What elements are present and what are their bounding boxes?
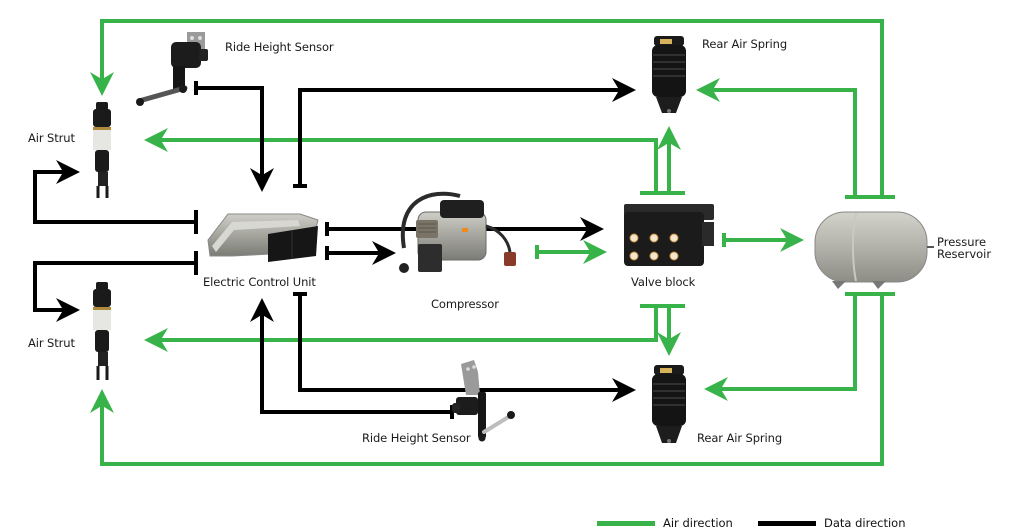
label-pressure-reservoir: Pressure Reservoir (937, 236, 991, 260)
legend-swatch-data (758, 520, 816, 526)
label-rear-air-spring-bottom: Rear Air Spring (697, 431, 783, 445)
pressure-reservoir-icon (814, 211, 934, 289)
data-line-ecu-to-bottom-rear-spring (298, 294, 636, 402)
data-line-top-sensor-to-ecu (196, 86, 274, 192)
label-air-strut-top: Air Strut (28, 131, 75, 145)
valve-block-icon (624, 204, 714, 266)
air-line-reservoir-to-top-strut (90, 19, 884, 197)
data-line-ecu-to-bottom-strut (33, 261, 196, 322)
data-line-bottom-sensor-to-ecu (250, 298, 452, 414)
data-line-ecu-to-top-rear-spring (298, 78, 636, 186)
legend-item-data: Data direction (758, 516, 906, 530)
legend-swatch-air (597, 520, 655, 526)
label-ecu: Electric Control Unit (203, 275, 316, 289)
air-line-reservoir-to-bottom-rear-spring (704, 294, 857, 401)
data-line-ecu-to-top-strut (33, 160, 196, 224)
label-pressure-reservoir-line1: Pressure (937, 235, 987, 249)
air-strut-bottom-icon (93, 282, 111, 380)
air-line-valve-to-bottom-strut (144, 306, 658, 352)
label-rear-air-spring-top: Rear Air Spring (702, 37, 788, 51)
legend-label-air: Air direction (663, 516, 733, 530)
label-valve-block: Valve block (631, 275, 696, 289)
label-pressure-reservoir-line2: Reservoir (937, 247, 992, 261)
ride-height-sensor-top-icon (136, 32, 208, 106)
rear-air-spring-top-icon (652, 36, 686, 113)
legend-label-data: Data direction (824, 516, 906, 530)
air-line-reservoir-to-bottom-strut (90, 294, 884, 466)
rear-air-spring-bottom-icon (652, 365, 686, 443)
label-air-strut-bottom: Air Strut (28, 336, 75, 350)
label-ride-height-sensor-bottom: Ride Height Sensor (362, 431, 471, 445)
air-line-reservoir-to-top-rear-spring (696, 78, 857, 197)
legend-item-air: Air direction (597, 516, 733, 530)
air-strut-top-icon (93, 102, 111, 198)
label-ride-height-sensor-top: Ride Height Sensor (225, 40, 334, 54)
label-compressor: Compressor (431, 297, 499, 311)
ecu-icon (207, 213, 319, 262)
ride-height-sensor-bottom-icon (452, 360, 515, 442)
air-line-valve-to-top-strut (144, 128, 658, 193)
compressor-icon (399, 191, 516, 273)
